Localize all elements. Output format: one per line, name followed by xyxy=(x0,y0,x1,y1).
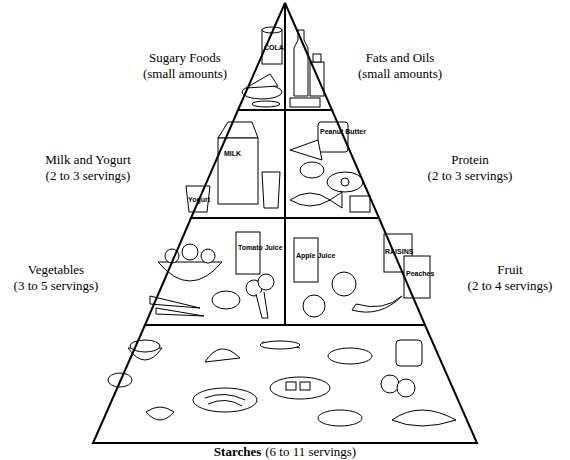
sweet-potato xyxy=(318,410,362,426)
protein-yogurt-cup xyxy=(350,196,370,212)
potato xyxy=(212,291,240,309)
serving-note: (small amounts) xyxy=(325,66,475,82)
package-text: MILK xyxy=(224,150,241,158)
cheese-wedge xyxy=(290,140,322,160)
sugary-foods-art xyxy=(242,27,282,107)
meat xyxy=(300,162,324,178)
section-outline xyxy=(238,3,285,110)
milk-carton xyxy=(218,138,258,204)
group-label: Sugary Foods(small amounts) xyxy=(110,50,260,82)
serving-note: (2 to 4 servings) xyxy=(435,278,570,294)
group-label: Vegetables(3 to 5 servings) xyxy=(0,262,131,294)
pea-pod xyxy=(260,341,300,349)
group-name: Fruit xyxy=(435,262,570,278)
group-label: Fats and Oils(small amounts) xyxy=(325,50,475,82)
package-text: Peanut Butter xyxy=(320,128,366,136)
spaghetti-plate xyxy=(193,388,257,412)
section-outline xyxy=(285,218,425,325)
group-label: Fruit(2 to 4 servings) xyxy=(435,262,570,294)
milk-art xyxy=(186,122,280,212)
lettuce xyxy=(201,249,215,263)
food-group-section: Protein(2 to 3 servings) xyxy=(285,110,379,218)
food-group-section: Vegetables(3 to 5 servings) xyxy=(145,218,285,325)
section-outline xyxy=(285,110,379,218)
serving-note: (2 to 3 servings) xyxy=(13,168,163,184)
serving-note: (6 to 11 servings) xyxy=(265,444,356,459)
package-text: RAISINS xyxy=(385,248,413,256)
cracker-plate xyxy=(270,377,330,399)
group-name: Sugary Foods xyxy=(110,50,260,66)
section-outline xyxy=(93,325,477,443)
section-polygon xyxy=(285,218,425,325)
yogurt-cup xyxy=(186,186,210,212)
lettuce xyxy=(182,244,198,260)
muffin xyxy=(397,379,415,397)
oatmeal-bowl xyxy=(146,407,174,420)
serving-note: (small amounts) xyxy=(110,66,260,82)
section-polygon xyxy=(145,218,285,325)
tomato-juice-can xyxy=(236,232,260,274)
apple-juice-can xyxy=(294,238,318,282)
butter-stick xyxy=(290,98,320,107)
cracker xyxy=(300,382,310,390)
fried-egg xyxy=(327,172,363,192)
section-polygon xyxy=(238,3,285,110)
protein-art xyxy=(290,122,370,212)
group-name: Protein xyxy=(395,152,545,168)
food-group-section: Fats and Oils(small amounts) xyxy=(285,3,332,110)
package-text: Yogurt xyxy=(188,196,210,204)
cookie xyxy=(252,101,280,107)
apple xyxy=(332,272,356,296)
cracker xyxy=(286,382,296,390)
carton-top xyxy=(218,122,258,138)
package-text: Apple Juice xyxy=(296,252,335,260)
broccoli xyxy=(258,274,274,290)
banana xyxy=(352,296,402,312)
group-name: Milk and Yogurt xyxy=(13,152,163,168)
cereal-bowl xyxy=(328,348,372,364)
muffin xyxy=(381,375,399,393)
package-text: COLA xyxy=(264,44,284,52)
spaghetti xyxy=(205,394,245,406)
food-group-section: Starches(6 to 11 servings) xyxy=(93,325,477,443)
bottle-cap xyxy=(313,54,321,62)
broccoli-stem xyxy=(256,292,268,318)
food-group-section: Fruit(2 to 4 servings) xyxy=(285,218,425,325)
fats-oils-art xyxy=(290,30,324,107)
group-label: Protein(2 to 3 servings) xyxy=(395,152,545,184)
food-group-section: Sugary Foods(small amounts) xyxy=(238,3,285,110)
group-name: Vegetables xyxy=(0,262,131,278)
section-polygon xyxy=(285,110,379,218)
section-outline xyxy=(145,218,285,325)
group-name: Starches xyxy=(214,444,261,459)
section-polygon xyxy=(285,3,332,110)
package-text: Tomato Juice xyxy=(238,244,283,252)
package-text: Peaches xyxy=(406,270,434,278)
bread-slice xyxy=(396,340,422,366)
group-label: Milk and Yogurt(2 to 3 servings) xyxy=(13,152,163,184)
group-label: Starches (6 to 11 servings) xyxy=(135,444,435,460)
serving-note: (2 to 3 servings) xyxy=(395,168,545,184)
serving-note: (3 to 5 servings) xyxy=(0,278,131,294)
fish xyxy=(290,192,342,208)
orange xyxy=(303,295,325,317)
milk-glass xyxy=(262,172,280,208)
carrot xyxy=(156,308,204,316)
section-outline xyxy=(285,3,332,110)
starches-art xyxy=(108,340,456,426)
section-polygon xyxy=(93,325,477,443)
bread-roll xyxy=(205,349,240,362)
egg-yolk xyxy=(341,178,349,186)
group-name: Fats and Oils xyxy=(325,50,475,66)
tortilla xyxy=(392,410,456,426)
